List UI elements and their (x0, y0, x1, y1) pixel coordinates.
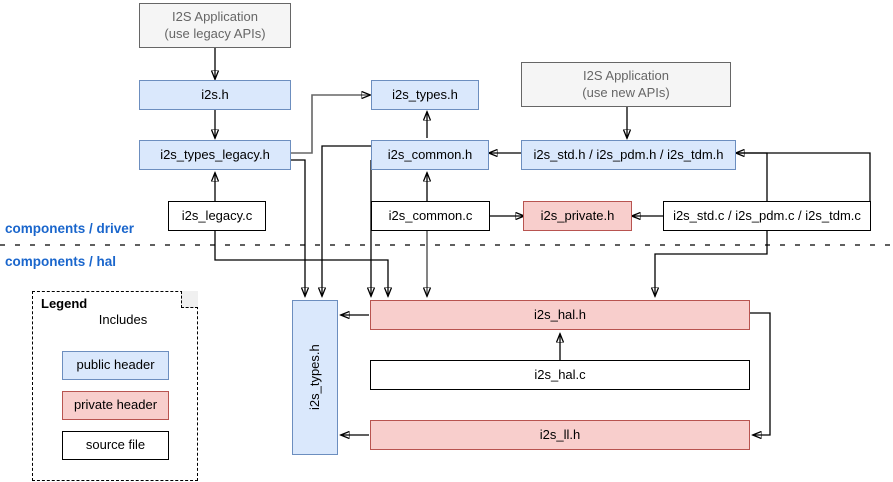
edge-std-c-right-to-std-h (738, 152, 871, 201)
legend-fold-corner (181, 291, 198, 308)
divider-label-driver: components / driver (5, 221, 135, 236)
legend-swatch-private-header: private header (62, 391, 169, 420)
legend-includes-label: Includes (98, 312, 148, 327)
node-i2s-ll-h[interactable]: i2s_ll.h (370, 420, 750, 450)
node-i2s-hal-c[interactable]: i2s_hal.c (370, 360, 750, 390)
edge-types-legacy-to-types-h (291, 95, 370, 154)
node-i2s-legacy-c[interactable]: i2s_legacy.c (168, 201, 266, 231)
legend-swatch-source-file: source file (62, 431, 169, 460)
node-app-legacy[interactable]: I2S Application (use legacy APIs) (139, 3, 291, 48)
node-i2s-hal-h[interactable]: i2s_hal.h (370, 300, 750, 330)
node-i2s-h[interactable]: i2s.h (139, 80, 291, 110)
node-i2s-types-legacy-h[interactable]: i2s_types_legacy.h (139, 140, 291, 170)
edge-hal-h-to-ll-h (750, 312, 771, 435)
node-app-new-line2: (use new APIs) (582, 84, 670, 100)
edge-std-c-to-hal-h (655, 231, 768, 296)
node-i2s-types-h-top[interactable]: i2s_types.h (371, 80, 479, 110)
edge-legacy-c-to-hal-hal-h (214, 231, 388, 296)
edge-std-c-to-std-h (736, 153, 768, 201)
node-i2s-std-pdm-tdm-h[interactable]: i2s_std.h / i2s_pdm.h / i2s_tdm.h (521, 140, 736, 170)
divider-label-hal: components / hal (5, 254, 117, 269)
edge-types-legacy-to-hal-types (291, 159, 305, 296)
node-i2s-common-c[interactable]: i2s_common.c (371, 201, 490, 231)
legend-title: Legend (41, 296, 88, 311)
node-i2s-types-h-hal-label: i2s_types.h (306, 344, 322, 411)
node-app-new[interactable]: I2S Application (use new APIs) (521, 62, 731, 107)
legend-swatch-public-header: public header (62, 351, 169, 380)
node-app-legacy-line1: I2S Application (171, 9, 258, 25)
node-i2s-common-h[interactable]: i2s_common.h (371, 140, 489, 170)
node-i2s-types-h-hal[interactable]: i2s_types.h (292, 300, 338, 455)
node-app-new-line1: I2S Application (582, 68, 669, 84)
node-app-legacy-line2: (use legacy APIs) (164, 25, 266, 41)
node-i2s-std-pdm-tdm-c[interactable]: i2s_std.c / i2s_pdm.c / i2s_tdm.c (663, 201, 871, 231)
node-i2s-private-h[interactable]: i2s_private.h (523, 201, 632, 231)
